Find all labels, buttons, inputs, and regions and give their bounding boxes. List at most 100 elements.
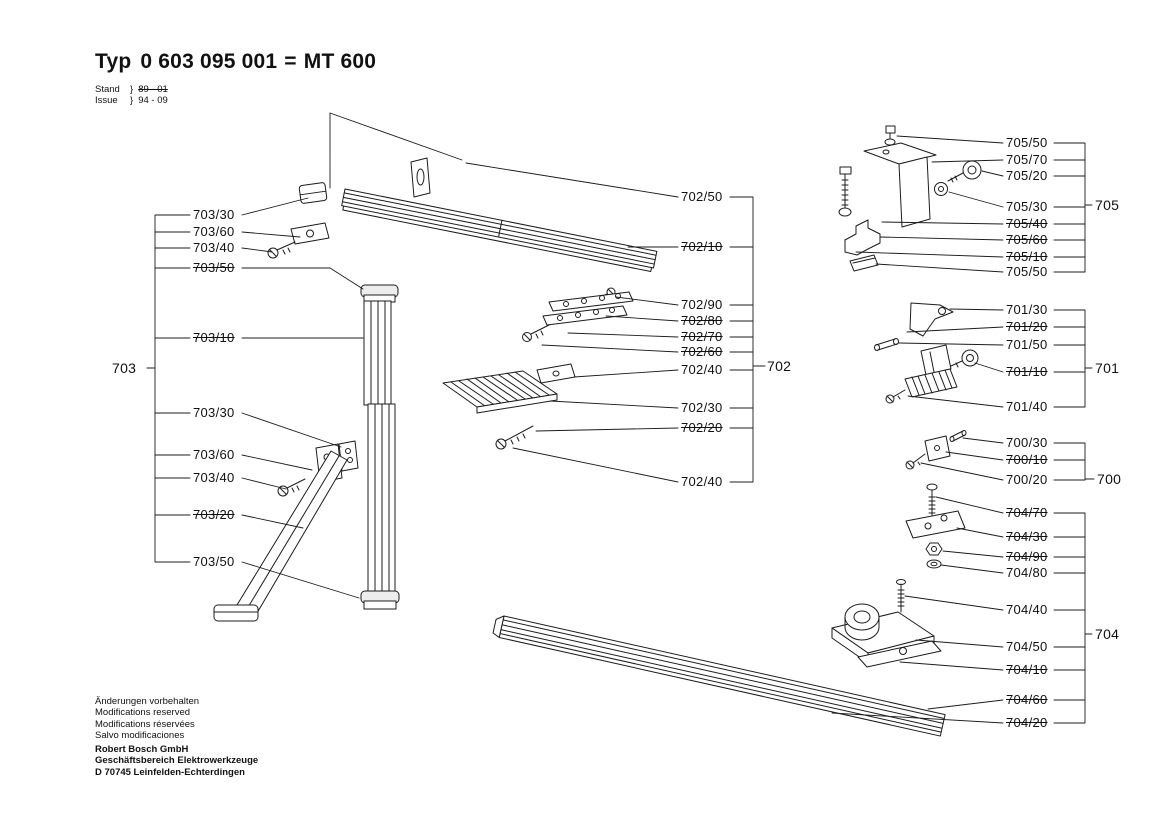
rail-plate — [290, 222, 330, 245]
leaders-701 — [898, 308, 1004, 408]
callout-702-60: 702/60 — [681, 344, 723, 359]
group-label-701: 701 — [1095, 360, 1120, 376]
work-platform — [442, 370, 558, 414]
note-es: Salvo modificaciones — [95, 729, 185, 741]
callout-704-70: 704/70 — [1006, 505, 1048, 520]
leaders-700 — [920, 437, 1004, 481]
callout-704-30: 704/30 — [1006, 529, 1048, 544]
stand-brace: } — [130, 84, 134, 95]
callout-705-50-2: 705/50 — [1006, 264, 1048, 279]
callout-704-20: 704/20 — [1006, 715, 1048, 730]
company-name: Robert Bosch GmbH — [95, 744, 189, 755]
callout-705-50: 705/50 — [1006, 135, 1048, 150]
callout-702-80: 702/80 — [681, 313, 723, 328]
leaders-702 — [465, 162, 679, 483]
type-prefix: Typ — [95, 50, 132, 73]
bracket-705 — [1053, 142, 1093, 273]
callout-703-60-2: 703/60 — [193, 447, 235, 462]
callout-704-40: 704/40 — [1006, 602, 1048, 617]
stop-plates — [522, 287, 634, 342]
router-base-assembly — [831, 579, 942, 668]
issue-value: 94 - 09 — [138, 95, 168, 106]
callout-705-10: 705/10 — [1006, 249, 1048, 264]
callout-705-60: 705/60 — [1006, 232, 1048, 247]
callout-703-40-2: 703/40 — [193, 470, 235, 485]
group-label-702: 702 — [767, 358, 792, 374]
callout-700-10: 700/10 — [1006, 452, 1048, 467]
company-division: Geschäftsbereich Elektrowerkzeuge — [95, 755, 259, 767]
callout-703-30-2: 703/30 — [193, 405, 235, 420]
bracket-702 — [729, 196, 766, 483]
column — [363, 300, 396, 593]
callout-702-50: 702/50 — [681, 189, 723, 204]
callout-701-10: 701/10 — [1006, 364, 1048, 379]
issue-brace: } — [130, 95, 134, 106]
callout-701-20: 701/20 — [1006, 319, 1048, 334]
company-city: D 70745 Leinfelden-Echterdingen — [95, 766, 245, 778]
callout-704-10: 704/10 — [1006, 662, 1048, 677]
bottom-rail — [492, 615, 946, 737]
bracket-703 — [146, 214, 191, 563]
stop-assembly-700 — [905, 430, 967, 470]
callout-703-50: 703/50 — [193, 260, 235, 275]
callout-705-40: 705/40 — [1006, 216, 1048, 231]
group-label-704: 704 — [1095, 626, 1120, 642]
callout-705-30: 705/30 — [1006, 199, 1048, 214]
callout-702-30: 702/30 — [681, 400, 723, 415]
callout-704-60: 704/60 — [1006, 692, 1048, 707]
bracket-701 — [1053, 309, 1093, 408]
equals-sign: = — [284, 50, 297, 73]
construction-lines — [329, 112, 463, 189]
issue-line: Issue} 94 - 09 — [95, 95, 168, 106]
callout-700-30: 700/30 — [1006, 435, 1048, 450]
callout-703-60: 703/60 — [193, 224, 235, 239]
callout-702-20: 702/20 — [681, 420, 723, 435]
bracket-700 — [1053, 442, 1095, 481]
company-address: Robert Bosch GmbH Geschäftsbereich Elekt… — [95, 744, 258, 778]
callout-705-70: 705/70 — [1006, 152, 1048, 167]
stand-value: 89 - 01 — [138, 84, 168, 95]
hardware-704 — [905, 483, 966, 569]
revision-block: Stand} 89 - 01 Issue} 94 - 09 — [95, 84, 168, 106]
stand-line: Stand} 89 - 01 — [95, 84, 168, 95]
leg-screw — [277, 478, 306, 497]
rail-nut — [298, 182, 328, 204]
group-label-703: 703 — [112, 360, 137, 376]
callout-703-50-2: 703/50 — [193, 554, 235, 569]
part-number: 0 603 095 001 — [140, 50, 278, 73]
callout-702-70: 702/70 — [681, 329, 723, 344]
modification-notes: Änderungen vorbehalten Modifications res… — [95, 696, 199, 741]
callout-701-40: 701/40 — [1006, 399, 1048, 414]
rail-screw — [267, 241, 296, 259]
callout-703-20: 703/20 — [193, 507, 235, 522]
bracket-704 — [1053, 512, 1093, 724]
leaders-705 — [855, 135, 1004, 273]
note-en: Modifications reserved — [95, 707, 191, 719]
platform-screw — [495, 425, 534, 450]
callout-702-40: 702/40 — [681, 362, 723, 377]
stand-label: Stand — [95, 84, 120, 95]
callout-704-90: 704/90 — [1006, 549, 1048, 564]
callout-702-90: 702/90 — [681, 297, 723, 312]
clamp-assembly-705 — [838, 125, 982, 272]
callout-703-10: 703/10 — [193, 330, 235, 345]
callout-704-50: 704/50 — [1006, 639, 1048, 654]
issue-label: Issue — [95, 95, 118, 106]
slide-plate — [410, 157, 431, 198]
callout-705-20: 705/20 — [1006, 168, 1048, 183]
group-label-705: 705 — [1095, 197, 1120, 213]
callout-701-50: 701/50 — [1006, 337, 1048, 352]
callout-702-10: 702/10 — [681, 239, 723, 254]
group-label-700: 700 — [1097, 471, 1122, 487]
note-de: Änderungen vorbehalten — [95, 696, 200, 707]
callout-700-20: 700/20 — [1006, 472, 1048, 487]
callout-704-80: 704/80 — [1006, 565, 1048, 580]
callout-702-40-2: 702/40 — [681, 474, 723, 489]
callout-701-30: 701/30 — [1006, 302, 1048, 317]
lever-assembly-701 — [874, 302, 979, 404]
note-fr: Modifications réservées — [95, 718, 195, 730]
callout-703-30: 703/30 — [193, 207, 235, 222]
support-leg — [213, 450, 348, 622]
